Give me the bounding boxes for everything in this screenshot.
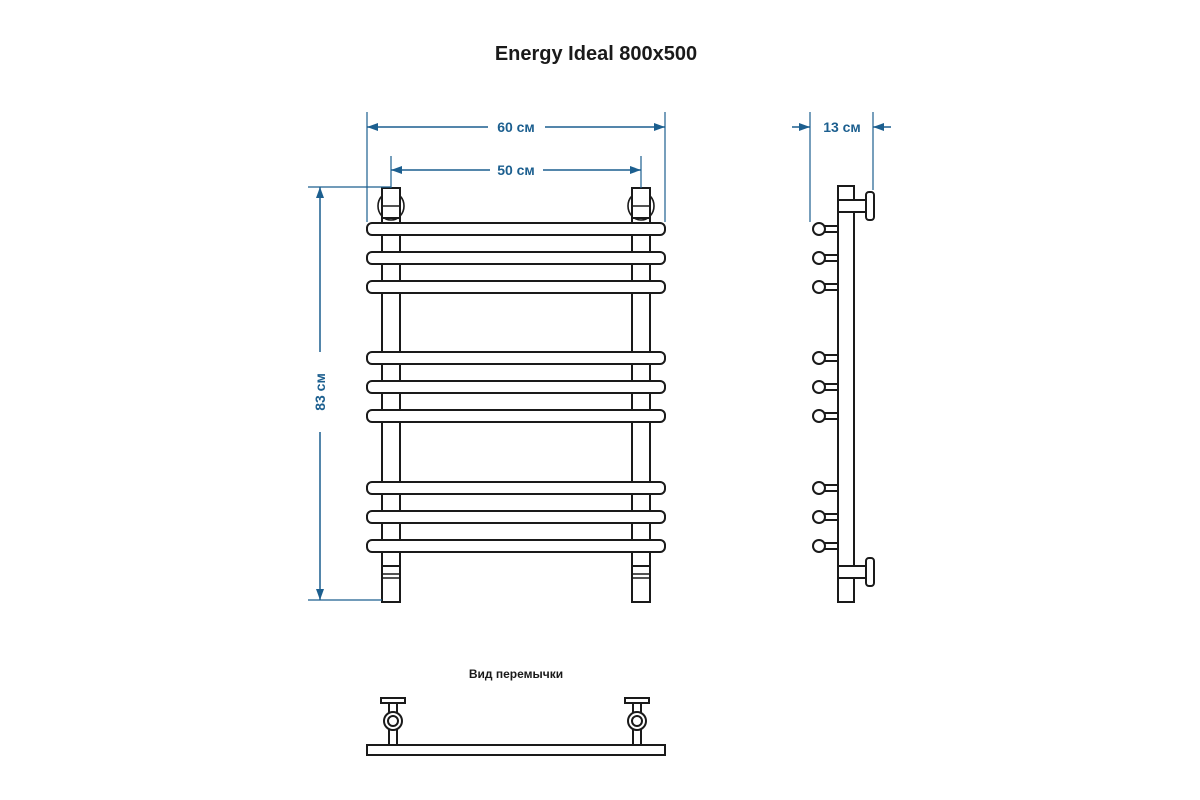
crossbar-end [812,539,839,553]
left-top-bracket [377,187,405,221]
crossbar [366,539,666,553]
height-label: 83 см [312,373,328,411]
side-post [837,185,855,603]
crossbar-end [812,481,839,495]
crossbar-end [812,409,839,423]
crossbar [366,481,666,495]
front-view [366,187,666,603]
right-bottom-fitting [631,565,651,603]
side-crossbar-ends [812,222,839,553]
crossbar-end [812,351,839,365]
crossbars [366,222,666,553]
crossbar-end [812,510,839,524]
bridge-bar [366,744,666,756]
width-dimension: 60 см [366,112,666,222]
crossbar [366,380,666,394]
crossbar [366,280,666,294]
bridge-left-bracket [380,697,406,746]
crossbar [366,222,666,236]
crossbar-end [812,222,839,236]
side-view [812,185,875,603]
crossbar-end [812,251,839,265]
crossbar [366,251,666,265]
height-dimension: 83 см [308,186,391,601]
depth-dimension: 13 см [792,112,891,222]
overall-width-label: 60 см [497,119,535,135]
mount-spacing-dimension: 50 см [390,156,642,188]
bridge-view [366,697,666,756]
crossbar-end [812,280,839,294]
bridge-view-label: Вид перемычки [469,667,563,681]
drawing-title: Energy Ideal 800x500 [495,43,697,65]
left-bottom-fitting [381,565,401,603]
mount-spacing-label: 50 см [497,162,535,178]
crossbar [366,351,666,365]
right-top-bracket [627,187,655,221]
crossbar [366,510,666,524]
depth-label: 13 см [823,119,861,135]
side-top-bracket [837,191,875,221]
crossbar [366,409,666,423]
crossbar-end [812,380,839,394]
side-bottom-bracket [837,557,875,587]
bridge-right-bracket [624,697,650,746]
